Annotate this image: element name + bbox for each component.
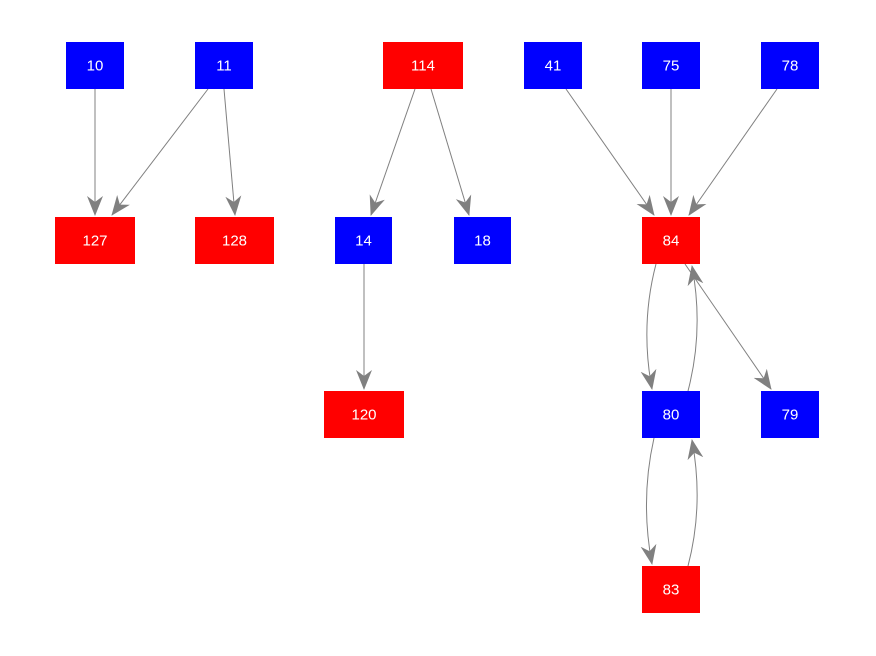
edge-80-to-83 <box>640 437 657 565</box>
node-label: 120 <box>351 407 376 424</box>
node-box <box>324 391 404 438</box>
node-label: 114 <box>411 58 435 75</box>
node-label: 11 <box>216 58 232 75</box>
node-78[interactable]: 78 <box>761 42 819 89</box>
edge-114-to-18 <box>430 88 472 216</box>
node-label: 128 <box>222 233 247 250</box>
node-box <box>195 42 253 89</box>
node-box <box>524 42 582 89</box>
node-14[interactable]: 14 <box>335 217 392 264</box>
node-114[interactable]: 114 <box>383 42 463 89</box>
edge-84-to-80 <box>640 263 657 390</box>
node-label: 75 <box>663 58 680 75</box>
node-label: 78 <box>782 58 799 75</box>
node-box <box>55 217 135 264</box>
node-11[interactable]: 11 <box>195 42 253 89</box>
node-label: 18 <box>474 233 491 250</box>
node-128[interactable]: 128 <box>195 217 274 264</box>
edge-11-to-128 <box>223 88 242 216</box>
edge-80-to-84 <box>687 265 704 392</box>
node-box <box>335 217 392 264</box>
node-83[interactable]: 83 <box>642 566 700 613</box>
node-label: 14 <box>355 233 372 250</box>
node-label: 79 <box>782 407 799 424</box>
node-75[interactable]: 75 <box>642 42 700 89</box>
node-18[interactable]: 18 <box>454 217 511 264</box>
node-80[interactable]: 80 <box>642 391 700 438</box>
node-41[interactable]: 41 <box>524 42 582 89</box>
node-label: 10 <box>87 58 104 75</box>
edges-layer <box>87 88 778 567</box>
node-box <box>761 42 819 89</box>
node-box <box>642 42 700 89</box>
edge-83-to-80 <box>687 439 704 567</box>
node-label: 84 <box>663 233 680 250</box>
edge-84-to-79 <box>684 263 772 390</box>
node-127[interactable]: 127 <box>55 217 135 264</box>
node-box <box>383 42 463 89</box>
node-box <box>454 217 511 264</box>
node-box <box>642 391 700 438</box>
node-84[interactable]: 84 <box>642 217 700 264</box>
node-79[interactable]: 79 <box>761 391 819 438</box>
node-box <box>66 42 124 89</box>
node-box <box>195 217 274 264</box>
node-120[interactable]: 120 <box>324 391 404 438</box>
node-label: 127 <box>82 233 107 250</box>
node-label: 41 <box>545 58 562 75</box>
node-box <box>642 566 700 613</box>
node-box <box>642 217 700 264</box>
node-box <box>761 391 819 438</box>
node-10[interactable]: 10 <box>66 42 124 89</box>
edge-114-to-14 <box>369 88 416 216</box>
edge-78-to-84 <box>688 88 778 216</box>
nodes-layer: 10 11 114 41 75 78 127 128 14 18 84 120 80 79 83 <box>55 42 819 613</box>
node-label: 83 <box>663 582 680 599</box>
node-label: 80 <box>663 407 680 424</box>
edge-41-to-84 <box>565 88 655 216</box>
edge-11-to-127 <box>111 88 209 216</box>
